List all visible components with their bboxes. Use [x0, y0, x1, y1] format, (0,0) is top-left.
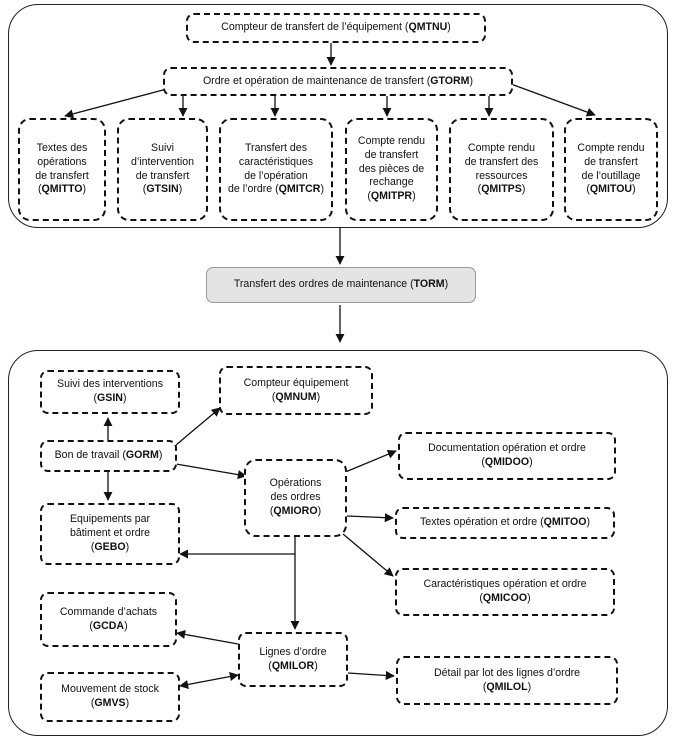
node-qmidoo: Documentation opération et ordre (QMIDOO…	[398, 432, 616, 480]
node-qmitps: Compte rendu de transfert des ressources…	[449, 118, 554, 221]
node-gtsin: Suivi d’intervention de transfert (GTSIN…	[117, 118, 208, 221]
node-qmilol: Détail par lot des lignes d’ordre (QMILO…	[396, 656, 618, 705]
node-gsin: Suivi des interventions (GSIN)	[40, 370, 180, 414]
node-qmioro: Opérations des ordres (QMIORO)	[244, 459, 347, 537]
node-qmtnu: Compteur de transfert de l’équipement (Q…	[186, 13, 486, 43]
node-gmvs: Mouvement de stock (GMVS)	[40, 672, 180, 722]
node-qmitoo: Textes opération et ordre (QMITOO)	[395, 507, 615, 539]
node-torm: Transfert des ordres de maintenance (TOR…	[206, 267, 476, 303]
node-qmitpr: Compte rendu de transfert des pièces de …	[345, 118, 438, 221]
node-gtorm: Ordre et opération de maintenance de tra…	[163, 67, 513, 96]
node-qmnum: Compteur équipement (QMNUM)	[219, 366, 373, 415]
node-qmicoo: Caractéristiques opération et ordre (QMI…	[395, 568, 615, 616]
node-gorm: Bon de travail (GORM)	[40, 440, 177, 472]
node-gcda: Commande d’achats (GCDA)	[40, 592, 177, 647]
node-qmitto: Textes des opérations de transfert (QMIT…	[18, 118, 106, 221]
node-qmitou: Compte rendu de transfert de l’outillage…	[564, 118, 658, 221]
node-gebo: Equipements par bâtiment et ordre (GEBO)	[40, 503, 180, 565]
node-qmilor: Lignes d’ordre (QMILOR)	[238, 632, 348, 687]
node-qmitcr: Transfert des caractéristiques de l’opér…	[219, 118, 333, 221]
